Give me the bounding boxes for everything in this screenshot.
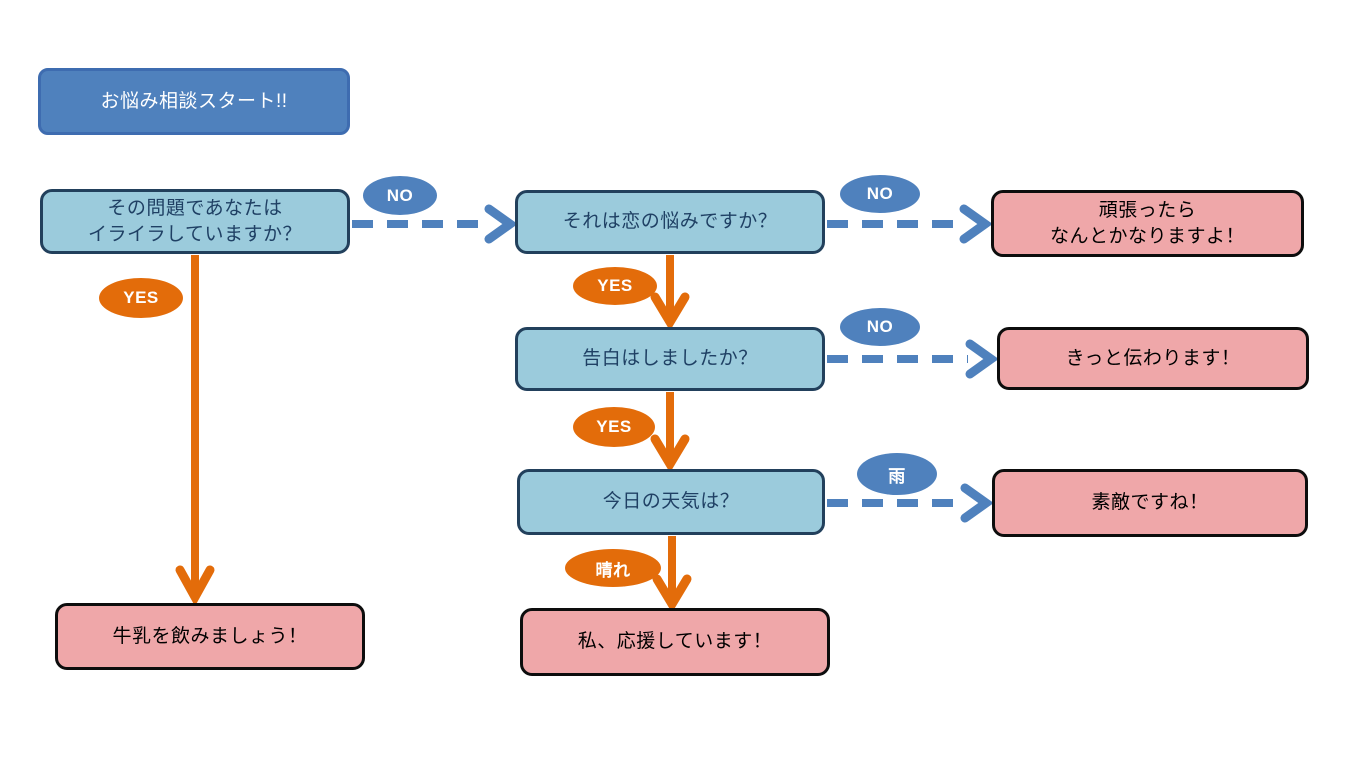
badge-yes-q3: YES bbox=[573, 407, 655, 447]
result-milk-node: 牛乳を飲みましょう！ bbox=[55, 603, 365, 670]
badge-no-q2-label: NO bbox=[866, 184, 894, 203]
badge-sunny-q4: 晴れ bbox=[565, 549, 661, 587]
question-love-label: それは恋の悩みですか？ bbox=[562, 211, 778, 233]
badge-sunny-q4-label: 晴れ bbox=[595, 560, 631, 580]
badge-yes-q1-label: YES bbox=[123, 288, 159, 307]
question-irritated-label: その問題であなたは イライラしていますか？ bbox=[88, 197, 302, 245]
badge-rain-q4: 雨 bbox=[857, 453, 937, 495]
question-confessed-label: 告白はしましたか？ bbox=[582, 348, 758, 370]
badge-rain-q4-label: 雨 bbox=[888, 466, 906, 486]
result-kitto-label: きっと伝わります！ bbox=[1065, 347, 1241, 369]
badge-yes-q3-label: YES bbox=[596, 417, 632, 436]
question-irritated-node: その問題であなたは イライラしていますか？ bbox=[40, 189, 350, 254]
arrow-q2-to-q3-yes bbox=[650, 255, 690, 331]
result-ganbare-node: 頑張ったら なんとかなりますよ！ bbox=[991, 190, 1304, 257]
badge-yes-q2: YES bbox=[573, 267, 657, 305]
arrow-q1-to-q2-no bbox=[352, 204, 518, 244]
start-node-label: お悩み相談スタート!! bbox=[100, 90, 288, 112]
question-weather-label: 今日の天気は？ bbox=[602, 491, 740, 513]
question-love-node: それは恋の悩みですか？ bbox=[515, 190, 825, 254]
badge-no-q2: NO bbox=[840, 175, 920, 213]
result-kitto-node: きっと伝わります！ bbox=[997, 327, 1309, 390]
result-ganbare-label: 頑張ったら なんとかなりますよ！ bbox=[1049, 199, 1245, 247]
question-confessed-node: 告白はしましたか？ bbox=[515, 327, 825, 391]
badge-no-q1-label: NO bbox=[386, 185, 414, 205]
result-ouen-label: 私、応援しています！ bbox=[577, 631, 773, 653]
result-suteki-label: 素敵ですね！ bbox=[1091, 492, 1209, 514]
arrow-q4-to-suteki-rain bbox=[827, 483, 994, 523]
arrow-q2-to-ganbare-no bbox=[827, 204, 993, 244]
badge-no-q3: NO bbox=[840, 308, 920, 346]
badge-no-q1: NO bbox=[363, 176, 437, 215]
result-milk-label: 牛乳を飲みましょう！ bbox=[112, 625, 308, 647]
arrow-q4-to-ouen-sunny bbox=[652, 536, 692, 613]
badge-yes-q2-label: YES bbox=[597, 276, 633, 295]
start-node: お悩み相談スタート!! bbox=[38, 68, 350, 135]
result-ouen-node: 私、応援しています！ bbox=[520, 608, 830, 676]
arrow-q1-to-milk-yes bbox=[175, 255, 215, 607]
badge-yes-q1: YES bbox=[99, 278, 183, 318]
badge-no-q3-label: NO bbox=[866, 317, 894, 336]
arrow-q3-to-q4-yes bbox=[650, 392, 690, 473]
result-suteki-node: 素敵ですね！ bbox=[992, 469, 1308, 537]
arrow-q3-to-kitto-no bbox=[827, 339, 999, 379]
question-weather-node: 今日の天気は？ bbox=[517, 469, 825, 535]
